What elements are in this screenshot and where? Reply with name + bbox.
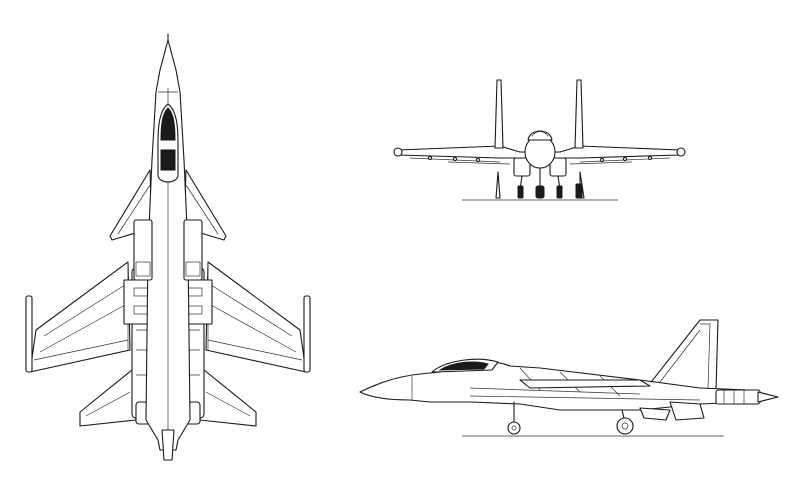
top-view xyxy=(25,33,311,461)
front-canopy xyxy=(527,130,553,141)
right-tailplane xyxy=(199,369,257,427)
side-vertical-fin xyxy=(647,319,719,391)
front-right-fin xyxy=(574,79,584,149)
front-left-fin xyxy=(494,79,504,149)
right-wingtip-rail xyxy=(303,295,311,373)
left-tailplane xyxy=(79,369,137,427)
right-wing xyxy=(205,261,307,373)
side-nose-wheel xyxy=(507,421,521,435)
front-fuselage xyxy=(524,135,556,169)
front-view xyxy=(393,79,686,201)
left-wing xyxy=(29,261,131,373)
side-view xyxy=(359,319,779,437)
side-main-wheel xyxy=(616,417,634,435)
left-wingtip-rail xyxy=(25,295,33,373)
